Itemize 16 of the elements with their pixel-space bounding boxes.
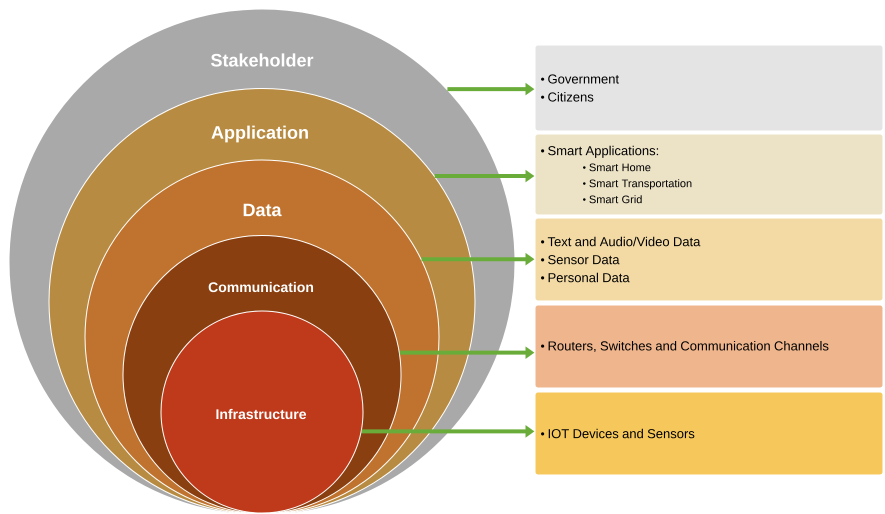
bullet-item: Government bbox=[541, 74, 619, 84]
bullet-item: Smart Transportation bbox=[583, 179, 692, 190]
bullet-item: Smart Applications: bbox=[541, 146, 658, 158]
list-box bbox=[534, 44, 884, 132]
bullet-item: Smart Home bbox=[583, 164, 650, 172]
list-box bbox=[534, 392, 884, 476]
list-box bbox=[534, 218, 884, 302]
list-box bbox=[534, 304, 884, 388]
bullet-item: Citizens bbox=[541, 92, 594, 102]
bullet-item: Personal Data bbox=[541, 272, 630, 282]
bullet-item: IOT Devices and Sensors bbox=[541, 428, 694, 438]
bullet-item: Smart Grid bbox=[583, 195, 642, 204]
bullet-item: Sensor Data bbox=[541, 255, 620, 264]
bullet-item: Text and Audio/Video Data bbox=[541, 236, 700, 246]
list-box bbox=[534, 134, 884, 216]
bullet-item: Routers, Switches and Communication Channels bbox=[541, 340, 828, 352]
